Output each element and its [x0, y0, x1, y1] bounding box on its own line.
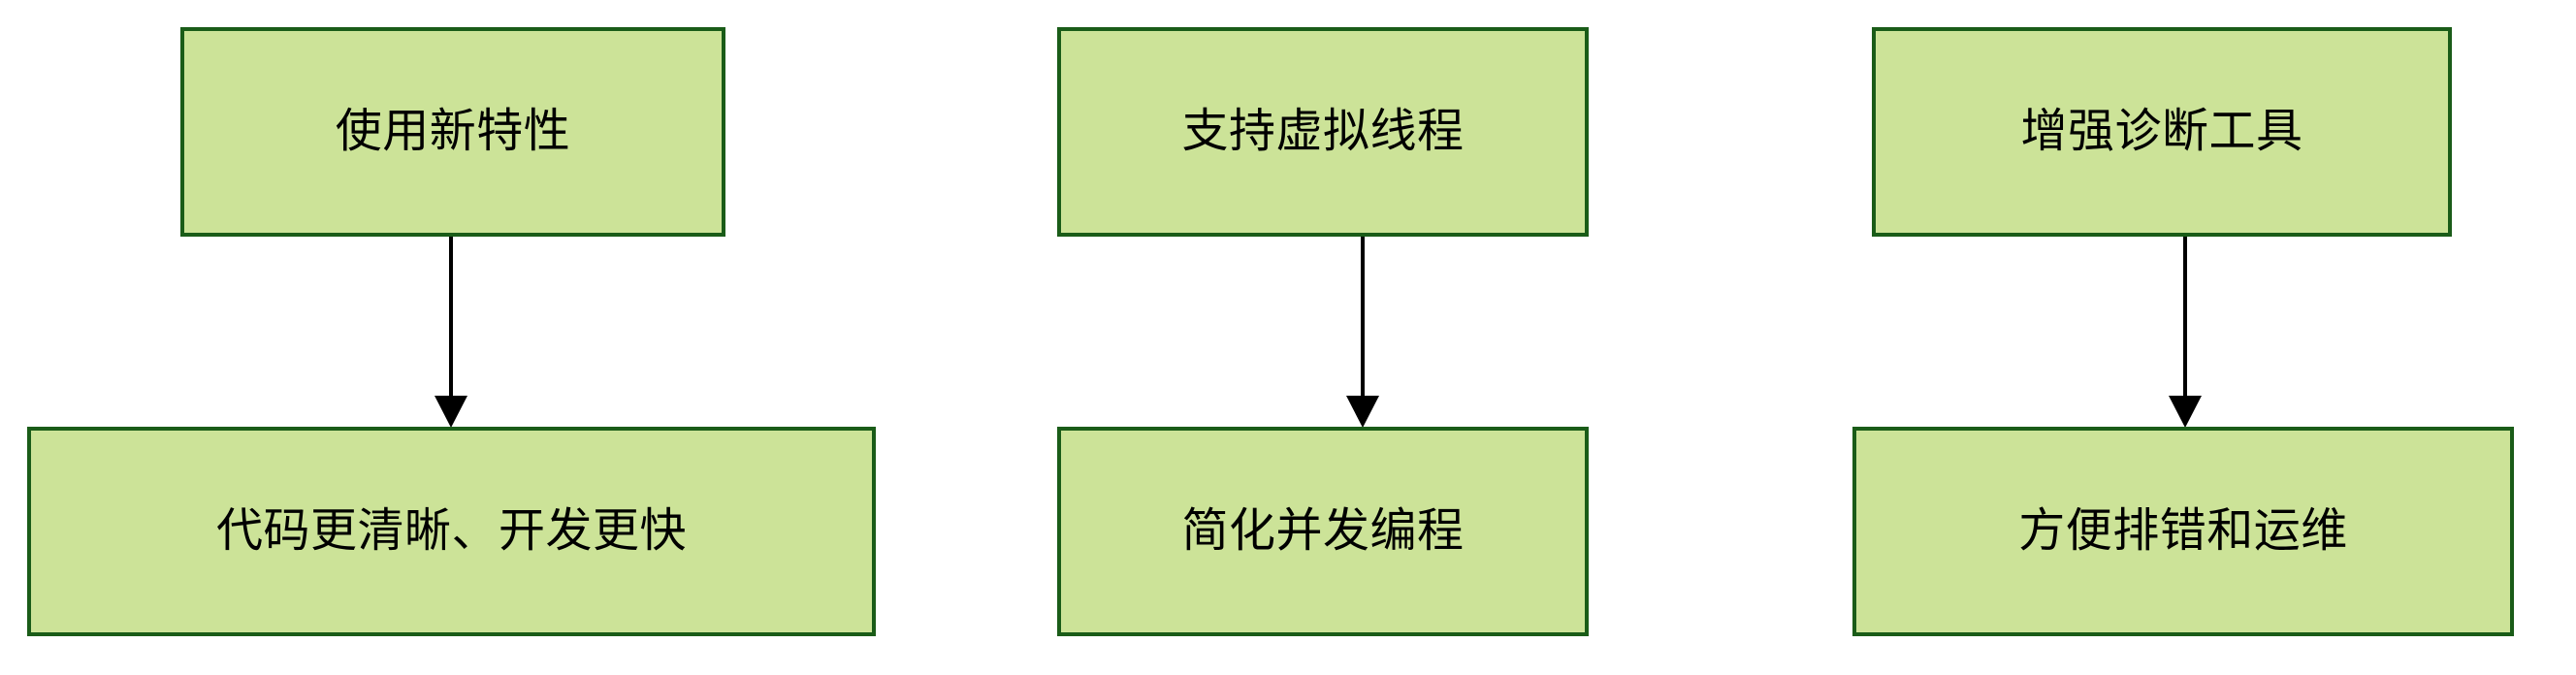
node-label: 增强诊断工具 — [2020, 106, 2303, 158]
node-label: 方便排错和运维 — [2018, 505, 2348, 558]
arrowhead-icon — [2169, 396, 2202, 428]
node-diagnostic-tools[interactable]: 增强诊断工具 — [1872, 27, 2452, 237]
edge-diagnostic-tools-to-easier-ops — [2169, 237, 2202, 428]
edge-use-new-features-to-clearer-code — [435, 237, 467, 428]
arrowhead-icon — [435, 396, 467, 428]
node-label: 简化并发编程 — [1181, 505, 1465, 558]
arrowhead-icon — [1346, 396, 1379, 428]
node-label: 使用新特性 — [335, 106, 571, 158]
node-use-new-features[interactable]: 使用新特性 — [180, 27, 725, 237]
edge-virtual-threads-to-simplify-concurrency — [1346, 237, 1379, 428]
node-simplify-concurrency[interactable]: 简化并发编程 — [1057, 427, 1589, 636]
node-clearer-code[interactable]: 代码更清晰、开发更快 — [27, 427, 876, 636]
node-label: 代码更清晰、开发更快 — [215, 505, 687, 558]
node-label: 支持虚拟线程 — [1181, 106, 1465, 158]
node-easier-ops[interactable]: 方便排错和运维 — [1852, 427, 2514, 636]
node-virtual-threads[interactable]: 支持虚拟线程 — [1057, 27, 1589, 237]
